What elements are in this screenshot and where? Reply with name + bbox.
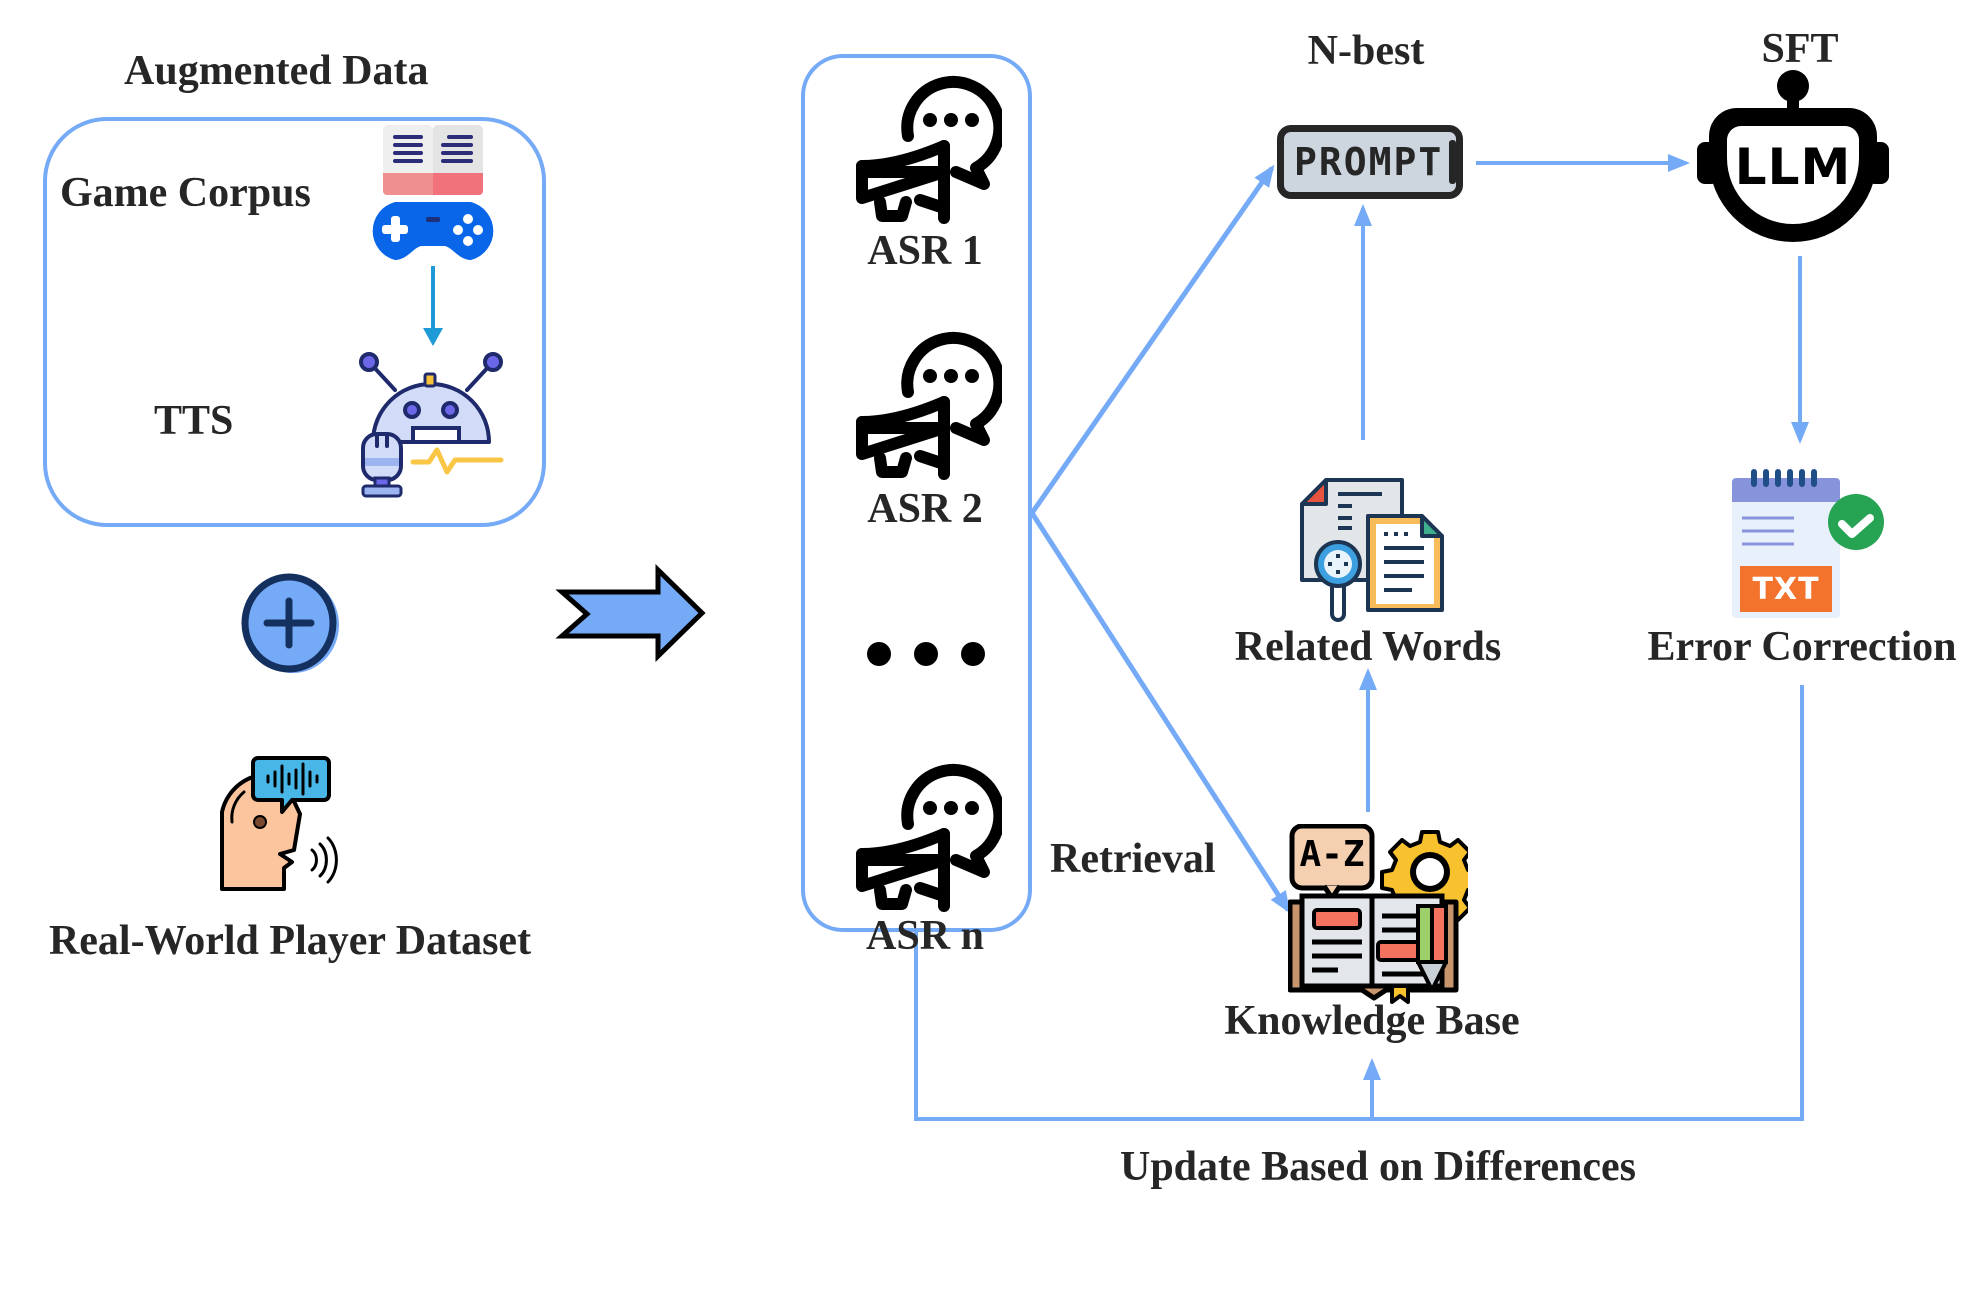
update-based-on-differences-label: Update Based on Differences [1119, 1144, 1637, 1190]
retrieval-label: Retrieval [1050, 836, 1216, 882]
asr-ellipsis-icon [867, 642, 985, 666]
plus-circle-icon [241, 573, 339, 673]
asr-n-megaphone-icon [856, 764, 1002, 912]
txt-badge-text: TXT [1752, 572, 1820, 607]
llm-robot-icon: LLM [1697, 70, 1889, 246]
book-icon [383, 125, 483, 195]
knowledge-base-icon: A-Z [1288, 824, 1468, 1006]
related-words-documents-icon [1300, 478, 1444, 622]
real-world-dataset-label: Real-World Player Dataset [48, 918, 532, 964]
augmented-data-frame [43, 117, 546, 527]
gamepad-icon [372, 202, 494, 260]
knowledge-base-label: Knowledge Base [1224, 998, 1520, 1044]
asr-1-label: ASR 1 [867, 228, 983, 274]
error-correction-txt-icon: TXT [1730, 468, 1890, 620]
llm-text: LLM [1734, 138, 1852, 196]
error-correction-label: Error Correction [1647, 624, 1957, 670]
update-feedback-loop [914, 685, 1804, 1121]
a-z-badge-text: A-Z [1299, 834, 1365, 875]
augmented-data-title: Augmented Data [124, 48, 429, 94]
tts-label: TTS [154, 398, 234, 444]
corpus-to-tts-arrowhead [423, 328, 443, 346]
prompt-text: PROMPT [1294, 140, 1444, 184]
prompt-box-icon: PROMPT [1277, 125, 1463, 199]
data-to-asr-block-arrow [555, 564, 706, 662]
tts-robot-icon [359, 352, 504, 498]
n-best-title: N-best [1307, 28, 1425, 74]
game-corpus-label: Game Corpus [60, 170, 311, 216]
speaking-player-icon [220, 756, 338, 891]
asr-to-knowledge-base-arrow [1029, 511, 1291, 914]
asr-1-megaphone-icon [856, 76, 1002, 224]
asr-to-prompt-arrow [1029, 164, 1275, 515]
asr-2-megaphone-icon [856, 332, 1002, 480]
prompt-cursor [1449, 140, 1456, 184]
sft-title: SFT [1761, 26, 1839, 72]
related-words-label: Related Words [1234, 624, 1502, 670]
asr-n-label: ASR n [866, 913, 984, 959]
asr-2-label: ASR 2 [867, 486, 983, 532]
